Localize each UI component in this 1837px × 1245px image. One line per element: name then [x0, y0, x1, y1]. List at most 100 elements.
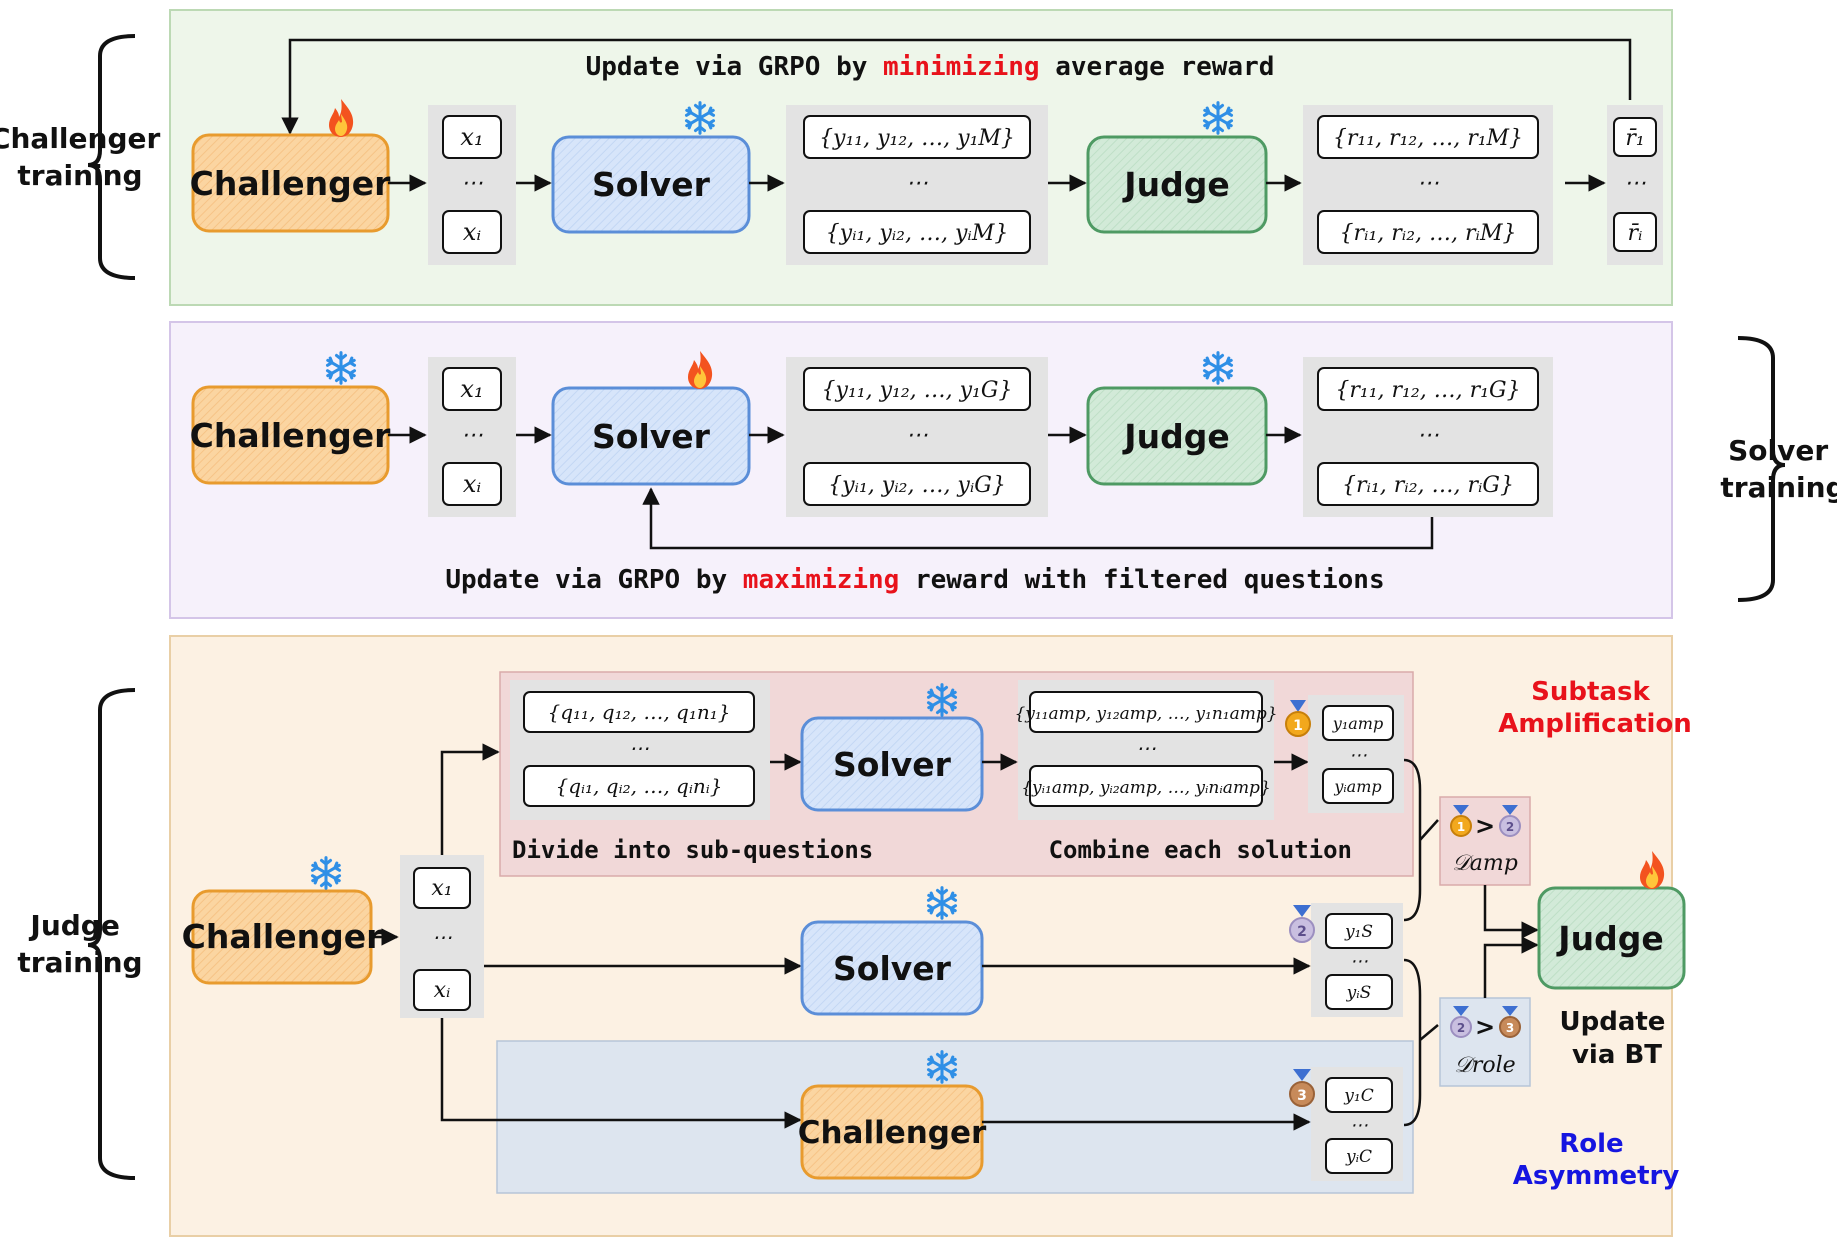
row3-xi-box: [413, 969, 471, 1011]
row2-yi-box: [803, 462, 1031, 506]
row3-mid-solver-label: Solver: [833, 949, 952, 988]
solver-training-line1: Solver: [1728, 434, 1828, 467]
row2-solver-label: Solver: [592, 417, 711, 456]
drole-greater-sign: >: [1475, 1013, 1495, 1041]
row2-x-dots: ⋯: [461, 423, 483, 448]
bronze-medal-icon: 3: [1289, 1069, 1315, 1107]
row3-yamp1: {y₁₁amp, y₁₂amp, …, y₁n₁amp}: [1014, 704, 1277, 724]
row1-yi-box: [803, 210, 1031, 254]
row1-y1: {y₁₁, y₁₂, …, y₁M}: [819, 126, 1015, 151]
row3-s-out-dots: ⋯: [1350, 951, 1368, 972]
row3-yampi: {yᵢ₁amp, yᵢ₂amp, …, yᵢnᵢamp}: [1021, 778, 1271, 798]
row2-y-dots: ⋯: [906, 423, 928, 448]
judge-training-line2: training: [17, 946, 142, 979]
svg-text:2: 2: [1297, 924, 1307, 940]
row3-x1: x₁: [431, 876, 452, 901]
row3-combine-caption: Combine each solution: [1049, 836, 1352, 864]
row1-solver-label: Solver: [592, 165, 711, 204]
row2-ri: {rᵢ₁, rᵢ₂, …, rᵢG}: [1342, 473, 1514, 498]
silver-medal-icon: 2: [1499, 805, 1521, 837]
row2-y1-box: [803, 367, 1031, 411]
row3-y1S-box: [1325, 913, 1393, 949]
row1-x1-box: [442, 115, 502, 159]
judge-training-bracket: [87, 688, 136, 1180]
solver-training-label: Solver training: [1720, 434, 1837, 504]
row2-caption-post: reward with filtered questions: [899, 565, 1384, 595]
amp-pair-link: [1419, 819, 1439, 841]
row1-caption-post: average reward: [1040, 52, 1275, 82]
row1-challenger-label: Challenger: [190, 164, 391, 203]
svg-text:2: 2: [1457, 1021, 1465, 1035]
row1-rbar-dots: ⋯: [1624, 171, 1646, 196]
row3-yamp-dots: ⋯: [1136, 736, 1156, 760]
row3-q1: {q₁₁, q₁₂, …, q₁n₁}: [548, 700, 731, 724]
row2-yi: {yᵢ₁, yᵢ₂, …, yᵢG}: [828, 473, 1006, 498]
role-pair-link: [1419, 1024, 1439, 1041]
challenger-training-bracket: [87, 34, 136, 280]
row1-x1: x₁: [460, 123, 483, 151]
row2-x1-box: [442, 367, 502, 411]
row2-caption-pre: Update via GRPO by: [445, 565, 742, 595]
row1-ri: {rᵢ₁, rᵢ₂, …, rᵢM}: [1340, 221, 1517, 246]
row2-caption: Update via GRPO by maximizing reward wit…: [445, 565, 1384, 595]
row3-y1amp-box: [1322, 705, 1394, 741]
row3-yiS: yᵢS: [1346, 983, 1372, 1003]
row2-xi-box: [442, 462, 502, 506]
drole-box: [1439, 997, 1531, 1087]
row2-xi: xᵢ: [463, 470, 482, 498]
row3-x-dots: ⋯: [432, 925, 452, 949]
row1-y-dots: ⋯: [906, 171, 928, 196]
silver-medal-icon: 2: [1289, 905, 1315, 943]
damp-box: [1439, 796, 1531, 886]
row2-ri-box: [1317, 462, 1539, 506]
subtask-amplification-line1: Subtask: [1531, 677, 1650, 707]
row3-role-challenger-label: Challenger: [798, 1115, 987, 1151]
gold-medal-icon: 1: [1285, 700, 1311, 737]
row1-judge-node: [1086, 135, 1268, 234]
row1-r1-box: [1317, 115, 1539, 159]
row2-r1: {r₁₁, r₁₂, …, r₁G}: [1335, 378, 1520, 403]
subtask-amplification-label: Subtask Amplification: [1498, 677, 1692, 739]
row2-r1-box: [1317, 367, 1539, 411]
row2-feedback-arrow: [642, 487, 1434, 550]
row1-ribar-box: [1613, 212, 1657, 252]
row3-yiamp: yᵢamp: [1333, 777, 1381, 796]
row3-judge-node: [1537, 886, 1686, 990]
row3-yampi-box: [1029, 765, 1263, 807]
role-asymmetry-label: Role Asymmetry: [1513, 1129, 1680, 1191]
row3-divide-caption: Divide into sub-questions: [512, 836, 873, 864]
row3-q1-box: [523, 691, 755, 733]
row3-y1C: y₁C: [1343, 1086, 1373, 1106]
row2-r-dots: ⋯: [1417, 423, 1439, 448]
row3-qi-box: [523, 765, 755, 807]
svg-text:3: 3: [1506, 1021, 1514, 1035]
row3-c-out-dots: ⋯: [1350, 1115, 1368, 1136]
row3-amp-solver-label: Solver: [833, 745, 952, 784]
row3-yiS-box: [1325, 974, 1393, 1010]
row3-yiC: yᵢC: [1345, 1147, 1372, 1167]
row3-yamp1-box: [1029, 691, 1263, 733]
row3-mid-solver-node: [800, 920, 984, 1016]
update-bt-line1: Update: [1559, 1007, 1665, 1037]
row3-y1amp: y₁amp: [1332, 714, 1383, 733]
row3-q-dots: ⋯: [629, 736, 649, 760]
row3-role-challenger-node: [800, 1084, 984, 1180]
row1-r1bar: r̄₁: [1625, 126, 1644, 151]
row2-challenger-label: Challenger: [190, 416, 391, 455]
gold-medal-icon: 1: [1450, 805, 1472, 837]
row1-caption-pre: Update via GRPO by: [586, 52, 883, 82]
svg-text:1: 1: [1293, 718, 1303, 734]
row1-r-dots: ⋯: [1417, 171, 1439, 196]
solver-training-bracket: [1737, 336, 1786, 602]
row3-qi: {qᵢ₁, qᵢ₂, …, qᵢnᵢ}: [555, 774, 722, 798]
row1-y1-box: [803, 115, 1031, 159]
row1-ribar: r̄ᵢ: [1628, 221, 1643, 246]
update-bt-line2: via BT: [1572, 1040, 1662, 1070]
row1-caption: Update via GRPO by minimizing average re…: [586, 52, 1275, 82]
challenger-training-label: Challenger training: [0, 122, 170, 192]
update-bt-label: Update via BT: [1559, 1007, 1674, 1070]
row3-yiamp-box: [1322, 768, 1394, 804]
bronze-medal-icon: 3: [1499, 1006, 1521, 1038]
subtask-amplification-line2: Amplification: [1498, 709, 1692, 739]
